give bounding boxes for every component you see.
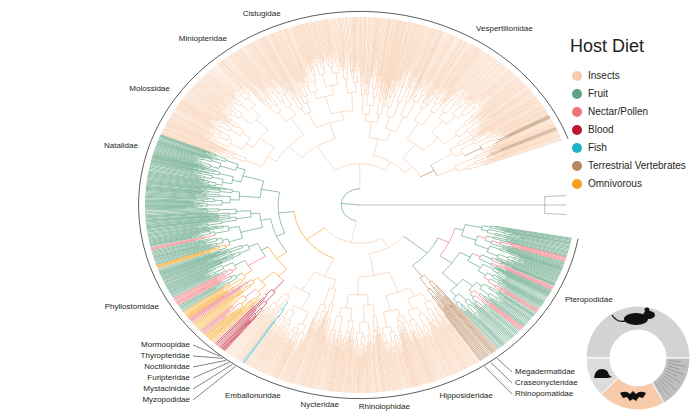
family-label: Rhinolophidae — [359, 402, 410, 412]
legend-label: Nectar/Pollen — [588, 106, 648, 118]
family-label: Noctilionidae — [144, 362, 190, 372]
outer-ring — [139, 11, 579, 398]
legend-swatch — [572, 143, 582, 153]
inset-tree-line — [667, 369, 684, 375]
family-label: Myzopodidae — [142, 395, 190, 405]
leader-line — [484, 366, 512, 394]
legend-swatch — [572, 161, 582, 171]
leader-line — [193, 364, 232, 389]
family-label: Emballonuridae — [225, 391, 281, 401]
tree-branch — [145, 135, 572, 349]
inset-tree-line — [660, 380, 668, 388]
legend-label: Insects — [588, 70, 620, 82]
leader-line — [497, 358, 512, 372]
family-label: Nycteridae — [301, 400, 339, 410]
inset-tree-line — [669, 363, 687, 366]
legend-label: Omnivorous — [588, 178, 642, 190]
family-label: Natalidae — [104, 141, 138, 151]
family-label: Molossidae — [129, 84, 169, 94]
family-label: Furipteridae — [147, 373, 190, 383]
inset-tree-line — [656, 383, 663, 393]
legend-swatch — [572, 179, 582, 189]
family-label: Hipposideridae — [439, 391, 492, 401]
family-label: Mormoopidae — [141, 340, 190, 350]
family-label: Phyllostomidae — [105, 302, 159, 312]
family-label: Megadermatidae — [515, 367, 575, 377]
inset-segment — [586, 306, 690, 358]
family-label: Craseonycteridae — [515, 378, 578, 388]
family-label: Miniopteridae — [179, 34, 227, 44]
rodent-silhouette — [645, 308, 650, 313]
legend-swatch — [572, 125, 582, 135]
inset-segment — [586, 358, 618, 395]
legend-label: Terrestrial Vertebrates — [588, 160, 686, 172]
legend-title: Host Diet — [570, 35, 644, 57]
legend-swatch — [572, 107, 582, 117]
family-label: Rhinopomatidae — [515, 389, 573, 399]
tree-branch — [215, 281, 284, 351]
tree-branches — [139, 11, 579, 398]
leader-line — [193, 345, 220, 356]
family-label: Vespertilionidae — [476, 24, 532, 34]
leader-line — [193, 356, 223, 358]
inset-tree-line — [663, 376, 673, 383]
legend-swatch — [572, 89, 582, 99]
legend-label: Fruit — [588, 88, 608, 100]
legend-label: Fish — [588, 142, 607, 154]
hedgehog-silhouette — [594, 369, 612, 378]
legend-swatch — [572, 71, 582, 81]
leader-line — [491, 362, 512, 383]
rodent-silhouette — [612, 315, 625, 321]
family-label: Cistugidae — [243, 9, 281, 19]
inset-tree-line — [668, 366, 680, 369]
rodent-silhouette — [643, 311, 655, 319]
tree-branch — [360, 196, 566, 215]
legend-label: Blood — [588, 124, 614, 136]
bat-silhouette — [620, 391, 646, 401]
inset-tree-line — [665, 374, 681, 383]
tree-branch — [243, 302, 288, 363]
inset-tree-line — [669, 361, 681, 362]
family-label: Pteropodidae — [565, 295, 613, 305]
family-label: Mystacinidae — [143, 384, 190, 394]
family-label: Thyropteridae — [141, 351, 190, 361]
